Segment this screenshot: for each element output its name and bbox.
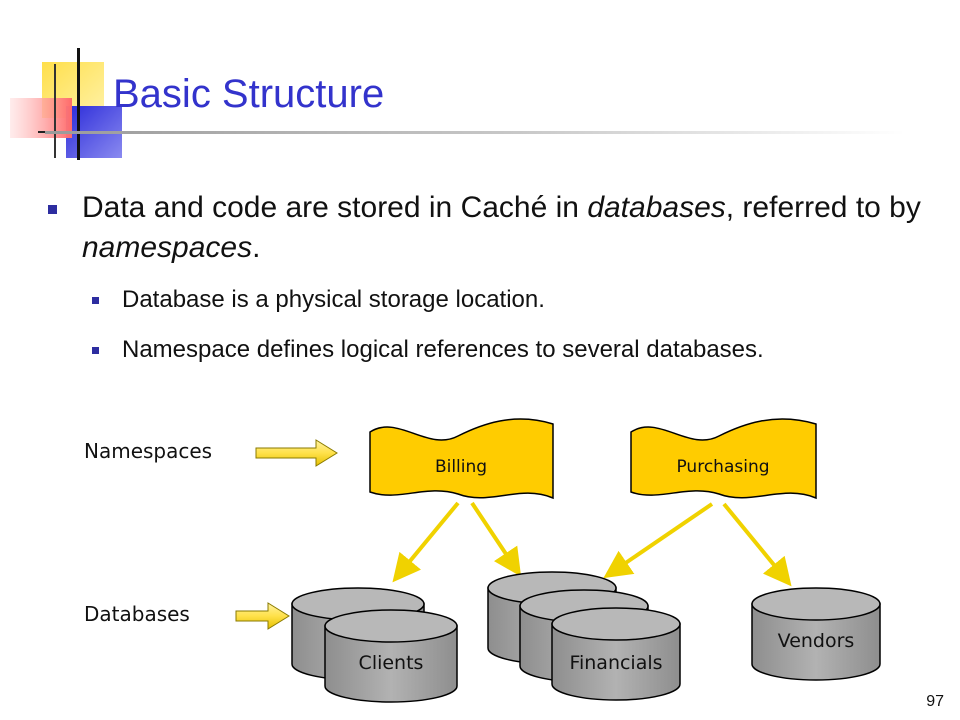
namespaces-pointer-arrow <box>255 439 338 467</box>
arrow-billing-to-financials <box>470 501 522 577</box>
namespace-purchasing: Purchasing <box>630 418 817 500</box>
bullet-main-emphasis-databases: databases <box>587 191 726 224</box>
database-clients: Clients <box>324 609 458 703</box>
bullet-sub-database: Database is a physical storage location. <box>92 283 902 316</box>
mapping-arrows <box>392 501 792 587</box>
database-financials-stack: Financials <box>487 571 681 701</box>
bullet-main-text-1: Data and code are stored in Caché in <box>82 191 588 224</box>
arrow-purchasing-to-vendors <box>722 502 792 587</box>
bullet-sub-namespace: Namespace defines logical references to … <box>92 333 902 366</box>
arrow-billing-to-clients <box>392 501 460 583</box>
bullet-marker <box>92 347 99 354</box>
bullet-marker <box>92 297 99 304</box>
namespace-purchasing-label: Purchasing <box>676 457 769 477</box>
bullet-sub-namespace-text: Namespace defines logical references to … <box>122 336 764 363</box>
databases-pointer-arrow <box>235 602 290 630</box>
namespaces-label: Namespaces <box>84 439 212 463</box>
database-clients-label: Clients <box>359 652 424 674</box>
arrow-purchasing-to-financials <box>603 502 714 579</box>
database-clients-stack: Clients <box>291 587 458 703</box>
bullet-marker <box>48 205 57 214</box>
bullet-main-text-2: , referred to by <box>725 191 921 224</box>
slide-title: Basic Structure <box>113 72 385 116</box>
namespace-billing: Billing <box>369 418 554 500</box>
title-divider <box>45 131 905 134</box>
database-financials-label: Financials <box>569 652 662 674</box>
namespace-billing-label: Billing <box>435 457 487 477</box>
bullet-main-emphasis-namespaces: namespaces <box>82 231 253 264</box>
bullet-main-text-3: . <box>252 231 261 264</box>
page-number: 97 <box>926 693 944 710</box>
database-vendors-label: Vendors <box>778 630 855 652</box>
database-financials: Financials <box>551 607 681 701</box>
bullet-main: Data and code are stored in Caché in dat… <box>48 188 932 268</box>
bullet-sub-database-text: Database is a physical storage location. <box>122 286 545 313</box>
database-vendors: Vendors <box>751 587 881 681</box>
databases-label: Databases <box>84 602 190 626</box>
